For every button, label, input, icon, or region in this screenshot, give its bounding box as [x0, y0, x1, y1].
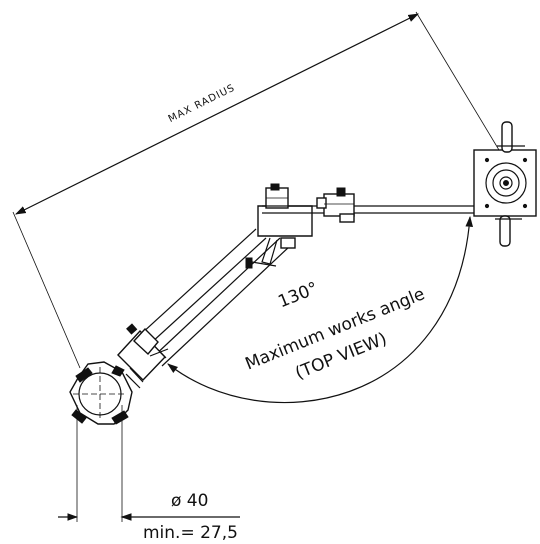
arm-clamp: [323, 193, 355, 217]
tube-clamp: [69, 361, 144, 425]
arm-assembly: [117, 183, 475, 382]
max-radius-label: MAX RADIUS: [167, 83, 237, 126]
angle-arc: [167, 215, 474, 404]
max-radius-dimension-line: [15, 13, 419, 215]
monitor-mount: [473, 121, 537, 247]
elbow-joint: [257, 205, 313, 237]
max-radius-dimension: MAX RADIUS: [12, 11, 506, 369]
work-angle-arc: 130° Maximum works angle (TOP VIEW): [167, 215, 474, 404]
diameter-label: ø 40: [171, 491, 208, 511]
angle-value: 130°: [275, 278, 320, 312]
tube-dimensions: ø 40 min.= 27,5: [58, 405, 240, 543]
minimum-label: min.= 27,5: [143, 523, 238, 543]
